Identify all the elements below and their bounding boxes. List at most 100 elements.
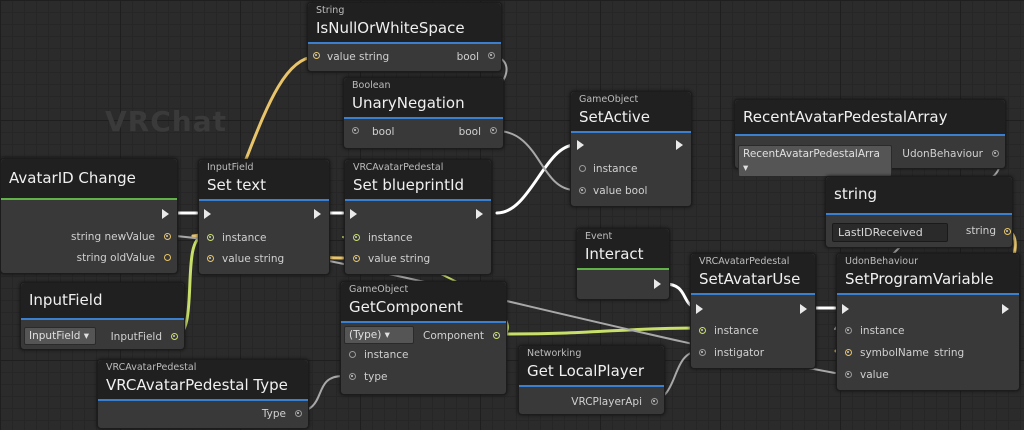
node-title: Get LocalPlayer (527, 362, 645, 380)
node-category: Event (585, 231, 613, 242)
port-dot[interactable] (207, 234, 214, 241)
port-dot[interactable] (493, 332, 500, 339)
node-title: Set text (207, 176, 267, 194)
flow-out-arrow[interactable] (800, 304, 807, 314)
variable-select[interactable]: RecentAvatarPedestalArra ▾ (738, 145, 892, 177)
flow-out-arrow[interactable] (162, 209, 169, 219)
port-dot[interactable] (579, 165, 586, 172)
chevron-down-icon: ▾ (743, 162, 749, 174)
port-dot[interactable] (845, 327, 852, 334)
object-wire (503, 326, 702, 336)
port-label: bool (456, 51, 479, 63)
select-value: InputField (29, 330, 81, 342)
port-dot[interactable] (313, 52, 320, 59)
port-dot[interactable] (295, 410, 302, 417)
port-label: VRCPlayerApi (571, 396, 642, 408)
port-dot[interactable] (171, 333, 178, 340)
node-recent-avatar-pedestal-array[interactable]: RecentAvatarPedestalArray RecentAvatarPe… (734, 99, 1006, 177)
port-dot[interactable] (352, 127, 359, 134)
node-title: InputField (29, 291, 103, 309)
port-dot[interactable] (164, 233, 171, 240)
flow-in-arrow[interactable] (350, 209, 357, 219)
node-title: Interact (585, 245, 644, 263)
port-label: bool (372, 126, 395, 138)
port-dot[interactable] (579, 187, 586, 194)
port-dot[interactable] (349, 351, 356, 358)
flow-wire (495, 143, 577, 215)
node-title: UnaryNegation (352, 94, 465, 112)
node-category: GameObject (579, 94, 639, 105)
port-dot[interactable] (207, 255, 214, 262)
port-dot[interactable] (353, 234, 360, 241)
node-title: string (834, 185, 878, 203)
flow-out-arrow[interactable] (676, 140, 683, 150)
port-dot[interactable] (164, 254, 171, 261)
flow-in-arrow[interactable] (204, 209, 211, 219)
node-string-variable[interactable]: string LastIDReceived string (825, 176, 1013, 248)
port-dot[interactable] (490, 127, 497, 134)
node-category: GameObject (349, 284, 409, 295)
node-title: SetProgramVariable (845, 270, 994, 288)
flow-in-arrow[interactable] (696, 304, 703, 314)
port-dot[interactable] (353, 255, 360, 262)
port-dot[interactable] (1004, 228, 1011, 235)
port-label: value bool (593, 185, 648, 197)
variable-select[interactable]: InputField ▾ (24, 327, 96, 345)
flow-in-arrow[interactable] (577, 140, 584, 150)
node-title: SetAvatarUse (699, 270, 801, 288)
node-inputfield-variable[interactable]: InputField InputField ▾ InputField (20, 282, 185, 350)
variable-name-field[interactable]: LastIDReceived (832, 223, 948, 242)
port-dot[interactable] (699, 349, 706, 356)
port-type-label: string (934, 347, 965, 359)
port-label: Component (423, 330, 484, 342)
port-label: type (364, 371, 388, 383)
node-category: String (316, 5, 345, 16)
node-title: SetActive (579, 108, 651, 126)
node-category: VRCAvatarPedestal (106, 362, 197, 373)
node-category: VRCAvatarPedestal (353, 162, 444, 173)
port-dot[interactable] (699, 327, 706, 334)
port-label: InputField (110, 331, 162, 343)
select-value: RecentAvatarPedestalArra (743, 148, 880, 160)
port-label: instance (860, 325, 905, 337)
port-label: instance (714, 325, 759, 337)
port-label: value (860, 369, 889, 381)
node-avatarid-change[interactable]: AvatarID Change string newValue string o… (0, 158, 178, 274)
node-category: Networking (527, 348, 582, 359)
node-category: Boolean (352, 80, 391, 91)
port-dot[interactable] (845, 371, 852, 378)
flow-out-arrow[interactable] (654, 279, 661, 289)
port-dot[interactable] (488, 52, 495, 59)
port-label: instigator (714, 347, 765, 359)
port-dot[interactable] (992, 150, 999, 157)
port-label: symbolName (860, 347, 929, 359)
node-title: AvatarID Change (9, 169, 136, 187)
port-label: instance (368, 232, 413, 244)
port-dot[interactable] (651, 398, 658, 405)
flow-out-arrow[interactable] (1002, 304, 1009, 314)
flow-out-arrow[interactable] (476, 209, 483, 219)
port-label: value string (327, 51, 390, 63)
type-select[interactable]: (Type) ▾ (344, 326, 414, 344)
port-label: value string (368, 253, 431, 265)
chevron-down-icon: ▾ (384, 329, 390, 341)
flow-in-arrow[interactable] (842, 304, 849, 314)
port-dot[interactable] (349, 373, 356, 380)
generic-wire (496, 130, 576, 191)
port-dot[interactable] (845, 349, 852, 356)
select-value: (Type) (349, 329, 382, 341)
node-category: InputField (207, 162, 254, 173)
port-label: instance (364, 349, 409, 361)
flow-out-arrow[interactable] (314, 209, 321, 219)
